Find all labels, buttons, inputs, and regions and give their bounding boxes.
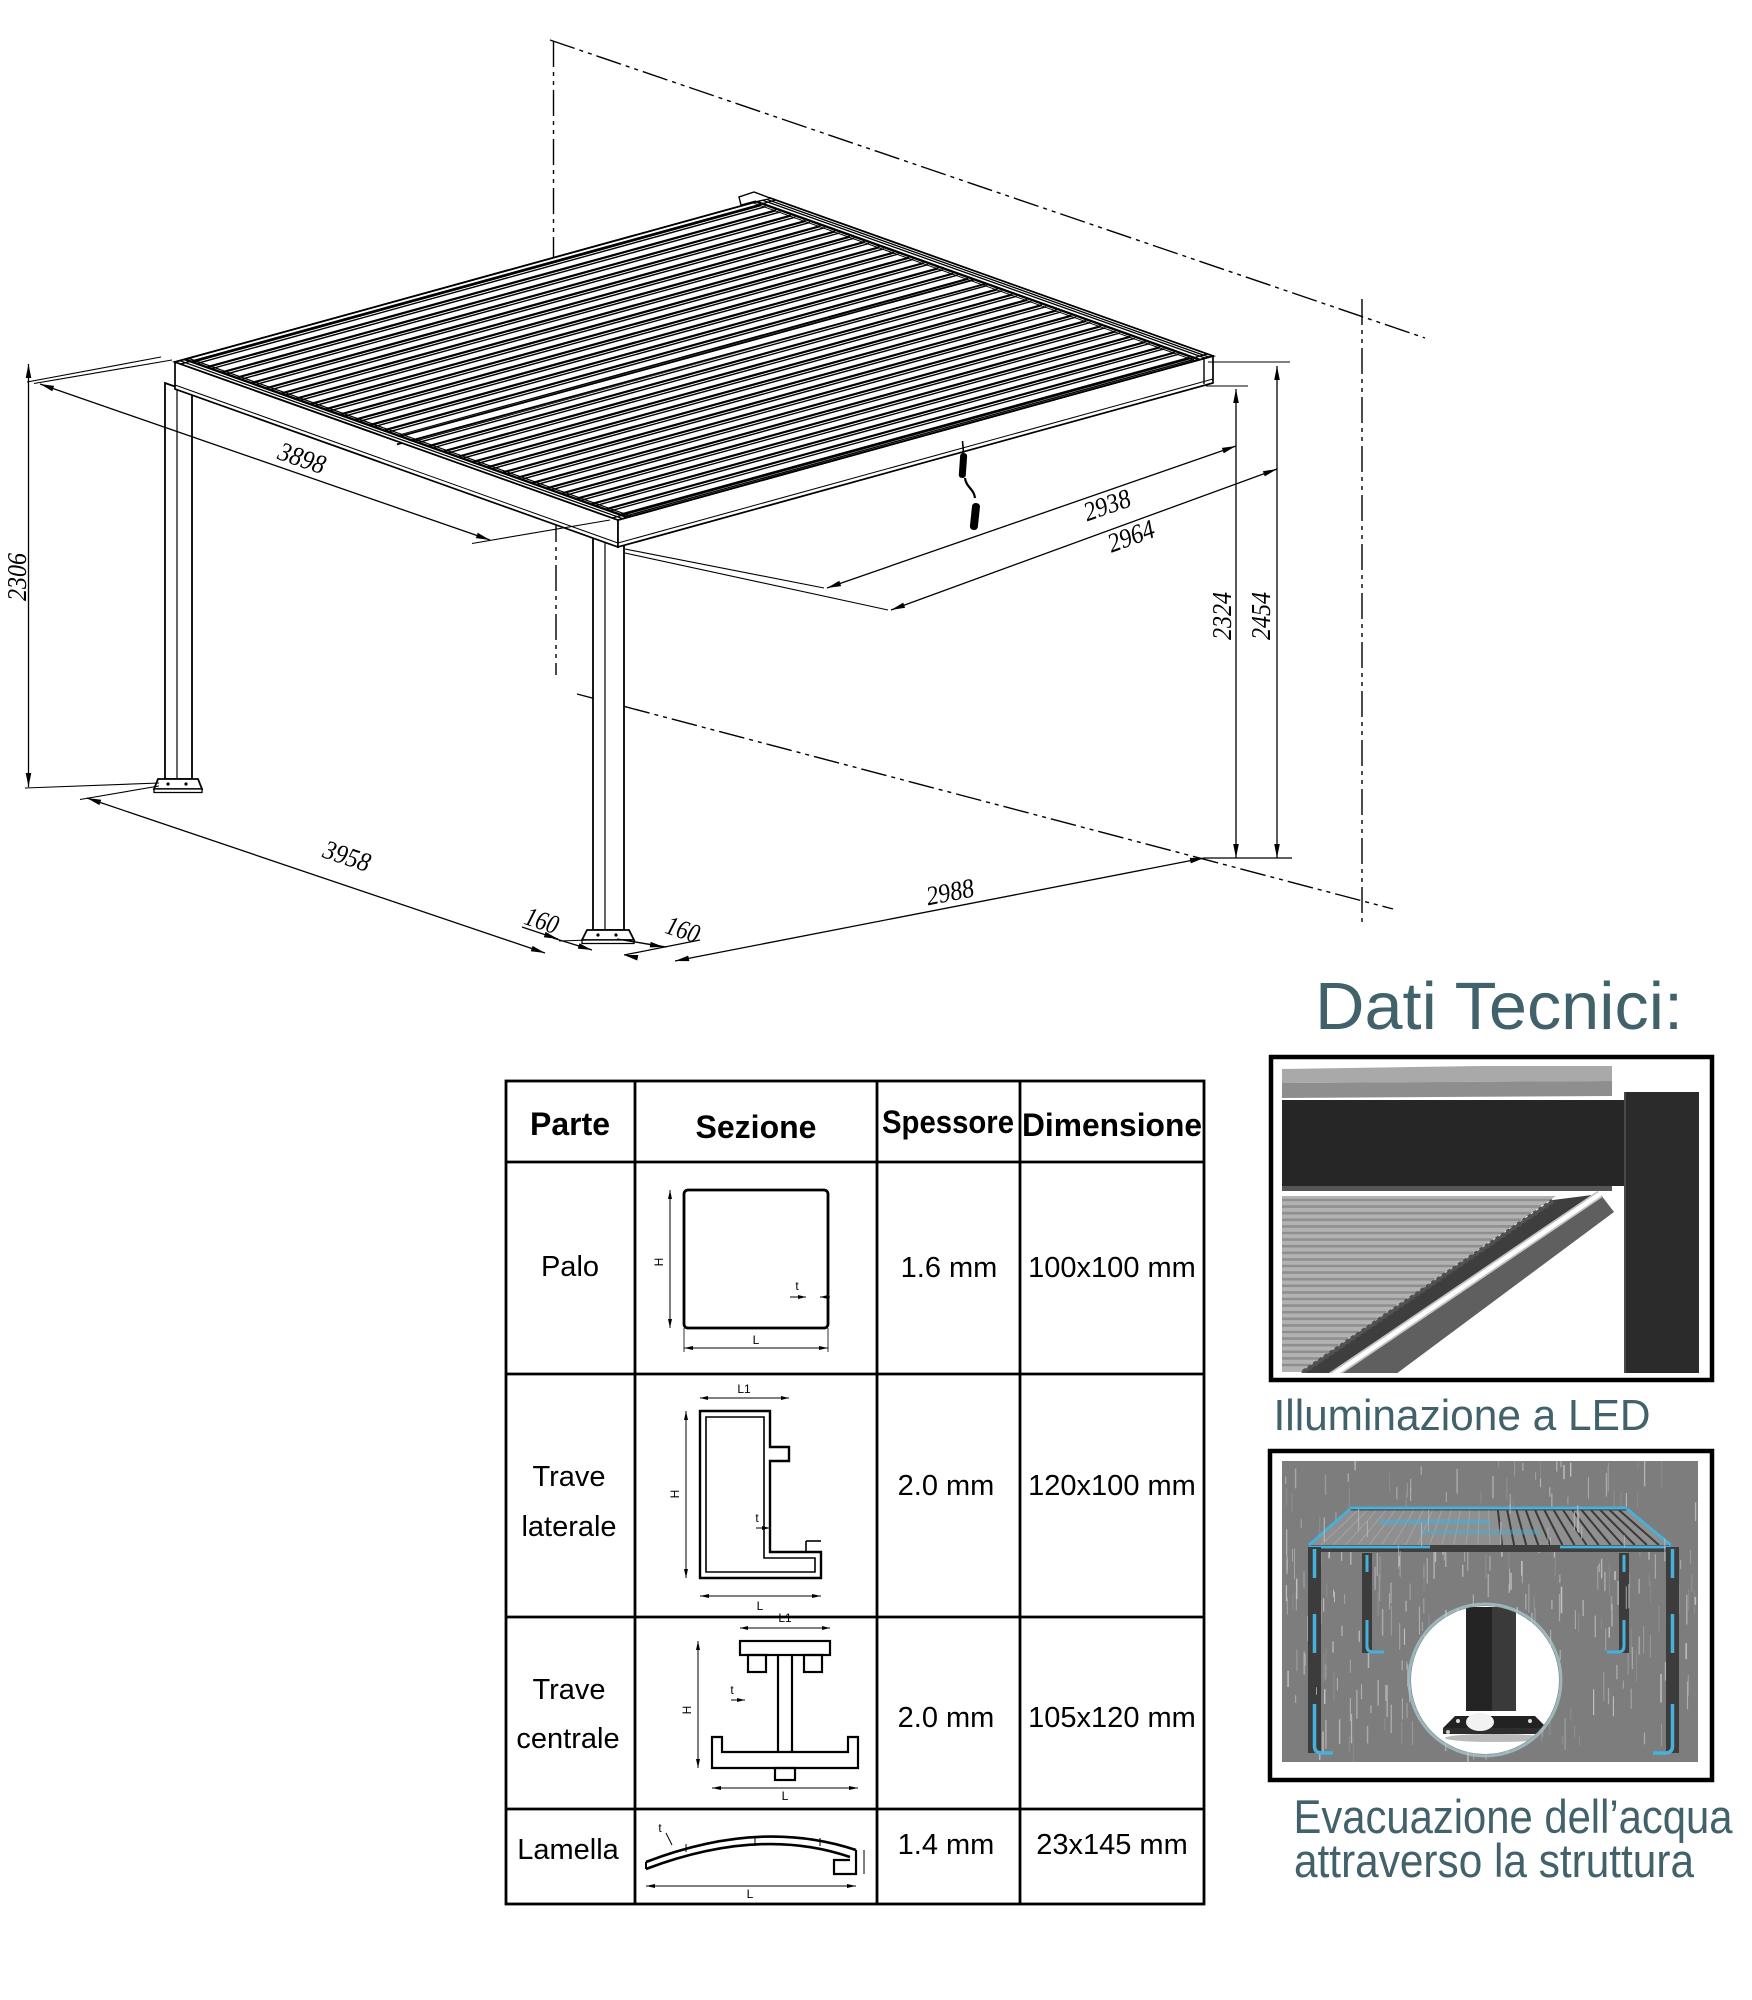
- svg-text:t: t: [755, 1511, 759, 1525]
- svg-text:1.4 mm: 1.4 mm: [898, 1829, 995, 1861]
- svg-text:Spessore: Spessore: [882, 1104, 1014, 1140]
- svg-text:H: H: [680, 1706, 694, 1715]
- svg-text:Sezione: Sezione: [696, 1109, 817, 1145]
- svg-text:Evacuazione dell’acqua: Evacuazione dell’acqua: [1294, 1790, 1734, 1843]
- svg-text:H: H: [668, 1490, 682, 1499]
- svg-text:2306: 2306: [2, 553, 32, 601]
- svg-text:2.0 mm: 2.0 mm: [898, 1470, 995, 1502]
- svg-text:L: L: [747, 1887, 754, 1901]
- svg-text:Trave: Trave: [532, 1674, 605, 1706]
- svg-text:2454: 2454: [1246, 592, 1276, 640]
- svg-text:attraverso la struttura: attraverso la struttura: [1294, 1834, 1695, 1887]
- svg-text:3958: 3958: [319, 834, 375, 878]
- svg-text:Dati Tecnici:: Dati Tecnici:: [1315, 969, 1683, 1044]
- svg-text:23x145 mm: 23x145 mm: [1036, 1829, 1188, 1861]
- svg-text:Lamella: Lamella: [517, 1834, 619, 1866]
- svg-text:Palo: Palo: [541, 1251, 599, 1283]
- svg-text:L: L: [757, 1599, 764, 1613]
- svg-text:centrale: centrale: [516, 1723, 619, 1755]
- svg-text:2.0 mm: 2.0 mm: [898, 1702, 995, 1734]
- svg-text:1.6 mm: 1.6 mm: [901, 1252, 998, 1284]
- svg-text:Illuminazione a LED: Illuminazione a LED: [1274, 1391, 1651, 1440]
- svg-text:100x100 mm: 100x100 mm: [1028, 1252, 1196, 1284]
- svg-text:120x100 mm: 120x100 mm: [1028, 1470, 1196, 1502]
- svg-text:2324: 2324: [1207, 592, 1237, 640]
- svg-text:Dimensione: Dimensione: [1022, 1107, 1202, 1143]
- svg-text:Parte: Parte: [530, 1106, 610, 1142]
- svg-text:2988: 2988: [924, 873, 977, 912]
- svg-text:160: 160: [662, 910, 704, 949]
- svg-text:L1: L1: [778, 1611, 792, 1625]
- svg-text:L1: L1: [737, 1382, 751, 1396]
- svg-text:L: L: [782, 1789, 789, 1803]
- svg-text:H: H: [652, 1258, 666, 1267]
- svg-text:2964: 2964: [1103, 514, 1158, 559]
- svg-text:105x120 mm: 105x120 mm: [1028, 1702, 1196, 1734]
- svg-text:t: t: [658, 1821, 662, 1835]
- svg-text:2938: 2938: [1079, 483, 1135, 527]
- svg-text:t: t: [795, 1279, 799, 1293]
- svg-text:t: t: [730, 1683, 734, 1697]
- svg-text:Trave: Trave: [532, 1461, 605, 1493]
- svg-text:laterale: laterale: [521, 1511, 616, 1543]
- svg-text:L: L: [753, 1333, 760, 1347]
- svg-text:160: 160: [521, 901, 563, 940]
- svg-text:3898: 3898: [274, 436, 330, 480]
